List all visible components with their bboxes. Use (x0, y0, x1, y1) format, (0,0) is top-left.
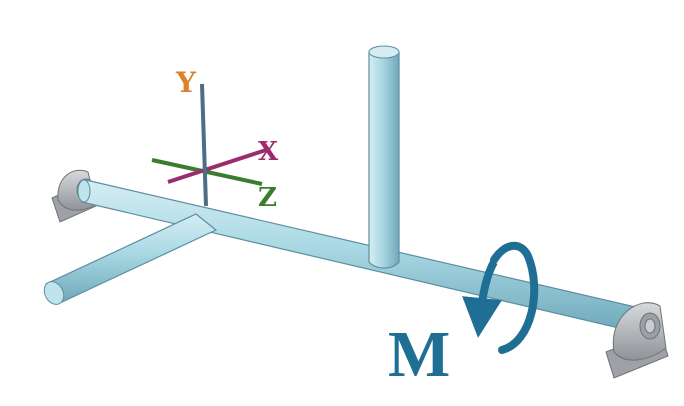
z-axis-line (151, 158, 263, 186)
branch-pipe (43, 213, 218, 305)
right-support (605, 302, 669, 379)
main-pipe (77, 179, 641, 333)
moment-arrow-back (490, 242, 539, 354)
moment-arrow: M (388, 242, 539, 391)
coordinate-axes: Y X Z (151, 66, 279, 213)
z-axis-label: Z (258, 183, 277, 213)
y-axis-label: Y (175, 66, 197, 99)
x-axis-line (167, 148, 267, 184)
x-axis-label: X (258, 137, 279, 167)
y-axis-line (200, 83, 208, 207)
moment-label: M (388, 318, 450, 391)
vertical-pipe (368, 45, 400, 269)
moment-arrow-head (462, 260, 502, 338)
